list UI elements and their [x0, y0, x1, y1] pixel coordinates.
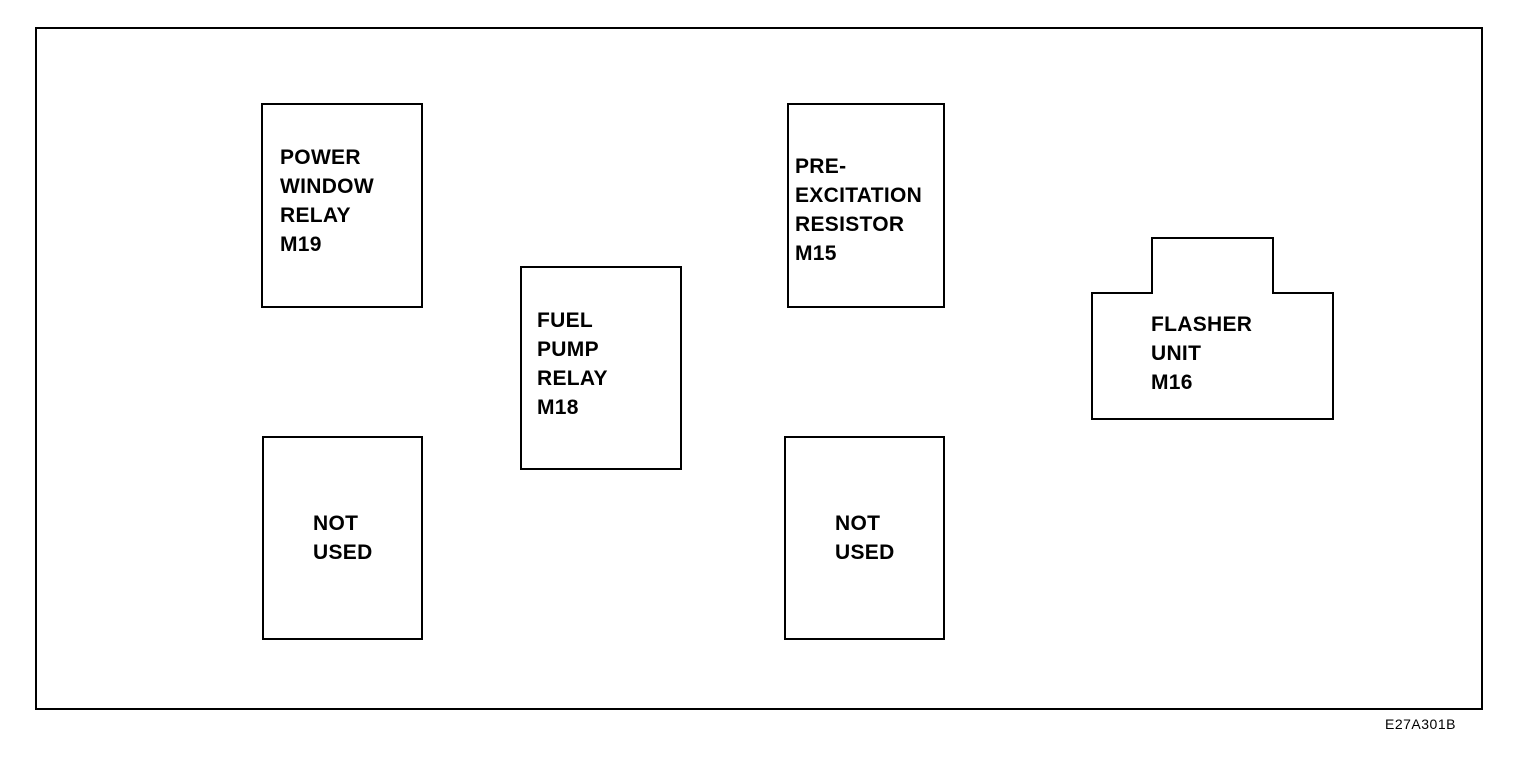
- pre-excitation-resistor-box: [787, 103, 945, 308]
- label-line: USED: [835, 541, 895, 564]
- label-line: NOT: [313, 512, 359, 535]
- fuel-pump-relay-label: FUEL PUMP RELAY M18: [537, 306, 608, 422]
- label-line: PUMP: [537, 338, 599, 361]
- power-window-relay-box: [261, 103, 423, 308]
- label-line: EXCITATION: [795, 184, 923, 207]
- label-line: M15: [795, 242, 837, 265]
- flasher-unit-label: FLASHER UNIT M16: [1151, 310, 1252, 397]
- label-line: POWER: [280, 146, 361, 169]
- figure-code: E27A301B: [1385, 716, 1456, 732]
- pre-excitation-resistor-label: PRE- EXCITATION RESISTOR M15: [795, 152, 922, 268]
- not-used-right-box: [784, 436, 945, 640]
- label-line: FLASHER: [1151, 313, 1253, 336]
- label-line: UNIT: [1151, 342, 1202, 365]
- not-used-left-label: NOT USED: [313, 509, 373, 567]
- label-line: PRE-: [795, 155, 847, 178]
- label-line: M19: [280, 233, 322, 256]
- label-line: RELAY: [537, 367, 608, 390]
- flasher-unit-outline: [1091, 237, 1334, 420]
- label-line: WINDOW: [280, 175, 374, 198]
- fuel-pump-relay-box: [520, 266, 682, 470]
- label-line: USED: [313, 541, 373, 564]
- label-line: RELAY: [280, 204, 351, 227]
- flasher-unit-shape: [1091, 237, 1334, 420]
- power-window-relay-label: POWER WINDOW RELAY M19: [280, 143, 374, 259]
- label-line: NOT: [835, 512, 881, 535]
- label-line: M16: [1151, 371, 1193, 394]
- not-used-left-box: [262, 436, 423, 640]
- fuse-panel-outline: [35, 27, 1483, 710]
- label-line: FUEL: [537, 309, 594, 332]
- not-used-right-label: NOT USED: [835, 509, 895, 567]
- label-line: RESISTOR: [795, 213, 905, 236]
- label-line: M18: [537, 396, 579, 419]
